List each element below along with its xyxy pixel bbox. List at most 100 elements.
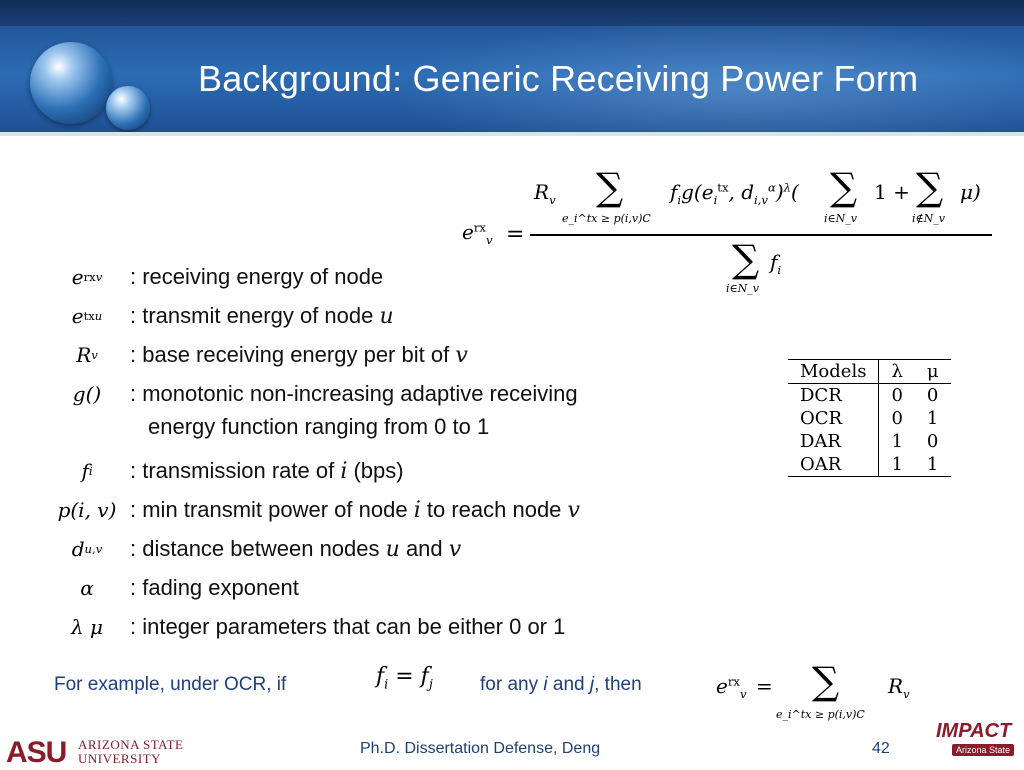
sum1-subscript: e_i^tx ≥ p(i,v)C bbox=[562, 212, 651, 225]
sum3-sigma: ∑ bbox=[916, 165, 944, 209]
asu-logo-letters: ASU bbox=[6, 736, 67, 769]
definition-row-piv: p(i, v) : min transmit power of node i t… bbox=[48, 491, 728, 529]
definition-var: i bbox=[340, 459, 348, 484]
formula-lhs: erxv bbox=[462, 220, 493, 247]
table-header-lambda: λ bbox=[891, 361, 903, 382]
res-sum-subscript: e_i^tx ≥ p(i,v)C bbox=[776, 708, 865, 721]
table-cell: 1 bbox=[891, 454, 903, 475]
models-table: Models λ μ DCR 0 0 OCR 0 1 DAR 1 0 OAR 1… bbox=[788, 359, 951, 477]
den-sigma: ∑ bbox=[732, 237, 760, 281]
definition-text: : transmission rate of i (bps) bbox=[130, 458, 404, 484]
sum3-subscript: i∉N_v bbox=[912, 212, 945, 225]
table-row: DCR 0 0 bbox=[788, 383, 951, 407]
definition-text: : base receiving energy per bit of v bbox=[130, 342, 468, 368]
asu-logo-name: Arizona State University bbox=[78, 738, 184, 766]
table-cell: DCR bbox=[788, 383, 880, 407]
impact-logo-sub: Arizona State bbox=[952, 744, 1015, 756]
symbol-alpha: α bbox=[80, 576, 94, 600]
formula-numerator: Rv ∑ e_i^tx ≥ p(i,v)C fig(eitx, di,vα)λ(… bbox=[534, 166, 994, 232]
definition-text: : distance between nodes u and v bbox=[130, 536, 461, 562]
table-cell: DAR bbox=[788, 430, 880, 453]
definition-label: : transmit energy of node bbox=[130, 303, 374, 328]
res-sigma: ∑ bbox=[812, 659, 840, 703]
example-and: and bbox=[552, 674, 585, 695]
res-term: Rv bbox=[888, 674, 910, 701]
table-header-row: Models λ μ bbox=[788, 359, 951, 384]
cond-lhs: fi bbox=[376, 664, 389, 693]
definition-label: : base receiving energy per bit of bbox=[130, 342, 450, 367]
slide-header: Background: Generic Receiving Power Form bbox=[0, 0, 1024, 136]
example-for-any: for any bbox=[480, 674, 539, 695]
numerator-one: 1 + bbox=[874, 180, 910, 204]
table-row: DAR 1 0 bbox=[788, 430, 951, 453]
sum2-subscript: i∈N_v bbox=[824, 212, 857, 225]
sum1-sigma: ∑ bbox=[596, 165, 624, 209]
impact-logo-word: IMPACT bbox=[936, 720, 1012, 742]
slide-title: Background: Generic Receiving Power Form bbox=[198, 58, 919, 99]
formula-equals: = bbox=[506, 222, 525, 247]
definition-label: : min transmit power of node bbox=[130, 497, 408, 522]
table-cell: OAR bbox=[788, 453, 880, 477]
footer-caption: Ph.D. Dissertation Defense, Deng bbox=[360, 740, 601, 757]
definition-text: : transmit energy of node u bbox=[130, 303, 394, 329]
symbol-g: g() bbox=[72, 382, 102, 406]
numerator-r: Rv bbox=[534, 180, 556, 207]
definition-var: v bbox=[455, 343, 468, 368]
fraction-bar bbox=[530, 234, 992, 236]
table-cell: 1 bbox=[926, 408, 939, 429]
table-cell: 0 bbox=[891, 408, 903, 429]
definition-label: : distance between nodes bbox=[130, 536, 380, 561]
table-cell: 0 bbox=[926, 385, 939, 406]
definition-row-g: g() : monotonic non-increasing adaptive … bbox=[48, 375, 728, 413]
symbol-lambda-mu: λ μ bbox=[70, 615, 104, 639]
receiving-power-formula: erxv = Rv ∑ e_i^tx ≥ p(i,v)C fig(eitx, d… bbox=[462, 160, 996, 300]
example-condition-formula: fi = fj bbox=[376, 664, 472, 704]
formula-denominator: ∑ i∈N_v fi bbox=[722, 238, 842, 298]
cond-eq: = bbox=[395, 664, 414, 689]
table-cell: 1 bbox=[891, 431, 903, 452]
definition-var: u bbox=[379, 304, 394, 329]
definition-text: : integer parameters that can be either … bbox=[130, 614, 566, 639]
den-subscript: i∈N_v bbox=[726, 282, 759, 295]
definition-var2: v bbox=[567, 498, 580, 523]
example-then: , then bbox=[594, 674, 642, 695]
res-lhs: erxv bbox=[716, 674, 747, 701]
definition-var: i bbox=[413, 498, 421, 523]
example-var-i: i bbox=[543, 674, 548, 695]
header-top-band bbox=[0, 0, 1024, 26]
example-var-j: j bbox=[589, 674, 595, 695]
globe-small-icon bbox=[106, 86, 150, 130]
definition-label: : transmission rate of bbox=[130, 458, 335, 483]
definition-continuation: energy function ranging from 0 to 1 bbox=[148, 414, 490, 439]
numerator-mid: fig(eitx, di,vα)λ( bbox=[670, 180, 799, 207]
table-cell: 0 bbox=[926, 431, 939, 452]
definition-text: : fading exponent bbox=[130, 575, 299, 600]
table-cell: 1 bbox=[926, 454, 939, 475]
res-eq: = bbox=[756, 674, 773, 698]
definition-mid: and bbox=[405, 536, 443, 561]
asu-name-line2: University bbox=[78, 751, 161, 766]
table-header-mu: μ bbox=[926, 361, 939, 382]
header-divider bbox=[0, 132, 1024, 136]
example-lead: For example, under OCR, if bbox=[54, 674, 287, 695]
symbol-piv: p(i, v) bbox=[57, 498, 117, 522]
definition-var2: v bbox=[448, 537, 462, 562]
definition-text: : receiving energy of node bbox=[130, 264, 384, 289]
sum2-sigma: ∑ bbox=[830, 165, 858, 209]
table-row: OAR 1 1 bbox=[788, 453, 951, 477]
header-glow bbox=[384, 20, 1024, 136]
asu-name-line1: Arizona State bbox=[78, 737, 184, 752]
definition-mid: to reach node bbox=[426, 497, 562, 522]
page-number: 42 bbox=[872, 740, 890, 757]
asu-logo: ASU Arizona State University bbox=[6, 736, 196, 769]
numerator-mu: μ) bbox=[960, 180, 981, 204]
table-row: OCR 0 1 bbox=[788, 407, 951, 430]
